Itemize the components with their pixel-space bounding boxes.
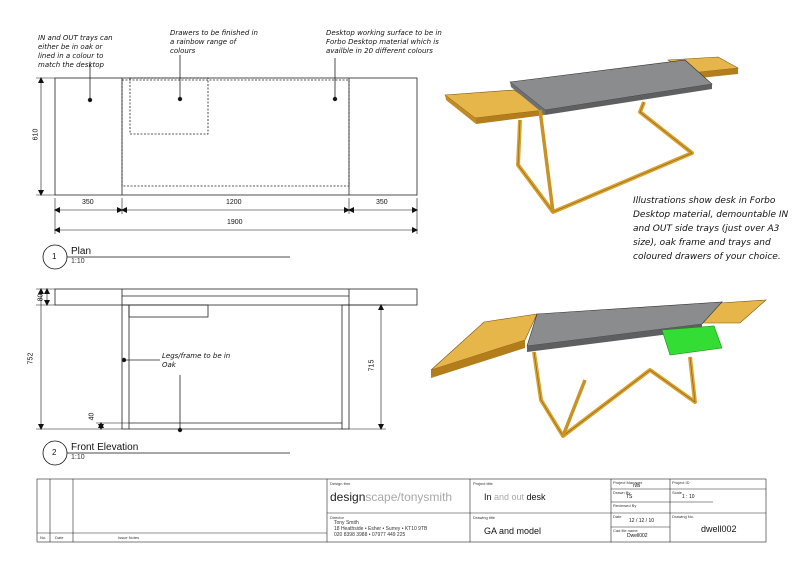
- dim-plan-total: 1900: [227, 219, 243, 226]
- plan-view: [54, 55, 418, 196]
- tb-col-date: Date: [55, 535, 64, 540]
- tb-drawn-label: Drawn By: [613, 490, 631, 495]
- plan-drawer: [129, 77, 209, 135]
- tb-col-notes: Issue Notes: [118, 535, 140, 540]
- tb-col-no: No.: [40, 535, 47, 540]
- dim-plan-middle: 1200: [226, 199, 242, 206]
- tb-pm-label: Project Manager: [613, 480, 643, 485]
- dim-plan-height: 610: [32, 128, 40, 141]
- dim-plan-left: 350: [82, 199, 94, 206]
- tb-client-details: Tony Smith 18 Heathside • Esher • Surrey…: [334, 520, 427, 538]
- tb-drawn-value: TS: [626, 494, 633, 500]
- desk-model-2: [430, 299, 767, 438]
- client-name: Tony Smith: [334, 520, 359, 526]
- note-drawers: Drawers to be finished in a rainbow rang…: [170, 29, 258, 55]
- view-2-number: 2: [52, 448, 57, 457]
- tb-pid-label: Project ID: [672, 480, 690, 485]
- tb-drawing-label: Drawing title: [473, 515, 496, 520]
- elev-leg-left: [121, 304, 130, 430]
- tb-scale-label: Scale: [672, 490, 683, 495]
- view-label-2-linework: [42, 440, 290, 466]
- elev-top: [54, 288, 418, 306]
- plan-outline: [54, 77, 418, 196]
- tb-design-firm-label: Design firm: [330, 481, 351, 486]
- elev-leg-right: [341, 304, 350, 430]
- plan-dimensions: [36, 77, 418, 234]
- model-drawer: [661, 325, 723, 356]
- dim-elev-inner: 715: [368, 359, 376, 372]
- tb-date-value: 12 / 12 / 10: [629, 518, 655, 524]
- view-1-number: 1: [52, 252, 57, 261]
- client-phone: 020 8398 3988 • 07977 449 225: [334, 532, 406, 538]
- plan-frame-hidden: [121, 79, 350, 187]
- tb-scale-value: 1 : 10: [682, 494, 695, 500]
- elev-dimensions: [36, 288, 386, 430]
- desk-model-1: [444, 56, 739, 214]
- view-1-title: Plan: [71, 246, 92, 257]
- dim-elev-overall: 752: [27, 352, 35, 365]
- view-label-1-linework: [42, 244, 290, 270]
- firm-logo: designscape/tonysmith: [330, 490, 453, 504]
- tb-cad-value: Dwell002: [627, 533, 648, 539]
- dim-plan-right: 350: [376, 199, 388, 206]
- note-trays: IN and OUT trays can either be in oak or…: [38, 34, 113, 69]
- elev-drawer: [128, 304, 209, 318]
- tb-pm-value: n/a: [633, 483, 640, 489]
- project-title: In and out desk: [484, 492, 546, 502]
- tb-client-label: Director: [330, 515, 345, 520]
- note-surface: Desktop working surface to be in Forbo D…: [326, 29, 442, 55]
- tb-drawing-no-label: Drawing No.: [672, 514, 695, 519]
- view-1-scale: 1:10: [71, 258, 85, 265]
- dim-elev-base: 40: [88, 412, 96, 421]
- note-legs: Legs/frame to be in Oak: [162, 352, 231, 369]
- front-elevation: [54, 288, 418, 433]
- drawing-number: dwell002: [701, 524, 737, 534]
- dim-elev-top: 80: [37, 293, 45, 302]
- tb-project-label: Project title: [473, 481, 493, 486]
- tb-reviewed-label: Reviewed By: [613, 503, 637, 508]
- view-2-title: Front Elevation: [71, 442, 139, 453]
- drawing-title: GA and model: [484, 526, 542, 536]
- tb-cad-label: Cad file name: [613, 528, 638, 533]
- title-block-lines: [36, 478, 767, 543]
- note-illustrations: Illustrations show desk in Forbo Desktop…: [633, 196, 789, 262]
- view-2-scale: 1:10: [71, 454, 85, 461]
- tb-date-label: Date: [613, 514, 622, 519]
- client-address: 18 Heathside • Esher • Surrey • KT10 9TB: [334, 526, 428, 532]
